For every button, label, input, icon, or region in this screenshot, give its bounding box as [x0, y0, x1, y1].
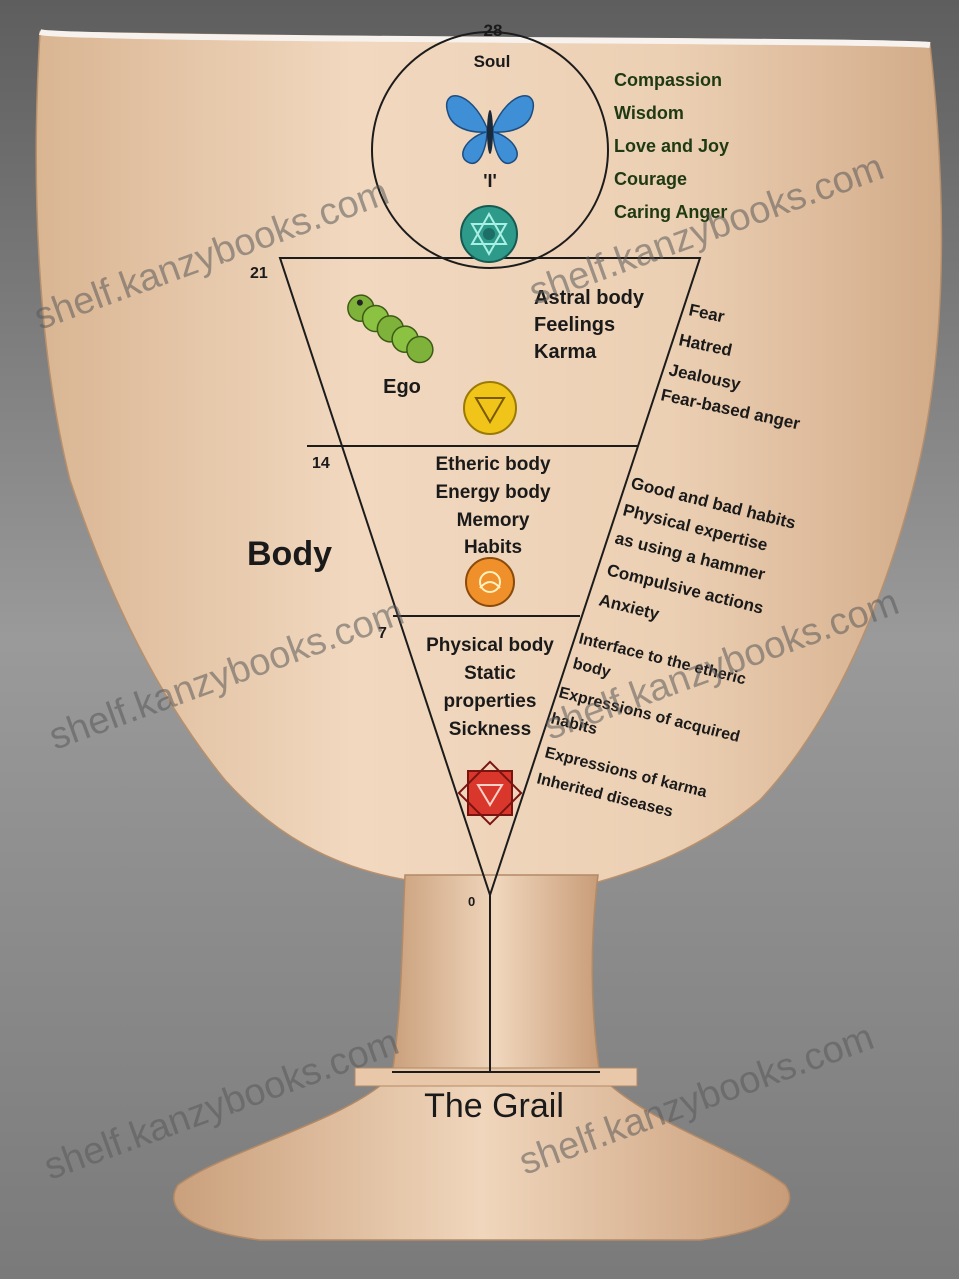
habits: Habits — [464, 537, 522, 558]
grail-label: The Grail — [424, 1087, 564, 1125]
memory: Memory — [457, 510, 530, 531]
base-rim — [355, 1068, 637, 1086]
sickness: Sickness — [449, 719, 531, 740]
physical-body: Physical body — [426, 635, 554, 656]
level-21: 21 — [250, 265, 268, 282]
energy-body: Energy body — [435, 482, 551, 503]
karma: Karma — [534, 341, 597, 363]
level-28: 28 — [484, 21, 503, 40]
heart-chakra-icon — [461, 206, 517, 262]
sacral-chakra-icon — [466, 558, 514, 606]
feelings: Feelings — [534, 314, 615, 336]
level-0: 0 — [468, 894, 475, 909]
static: Static — [464, 663, 516, 684]
quality-compassion: Compassion — [614, 70, 722, 90]
quality-love-and-joy: Love and Joy — [614, 136, 729, 156]
solar-plexus-chakra-icon — [464, 382, 516, 434]
ego-label: Ego — [383, 376, 421, 398]
quality-wisdom: Wisdom — [614, 103, 684, 123]
etheric-body: Etheric body — [435, 454, 551, 475]
grail-stem — [392, 875, 600, 1075]
root-chakra-icon — [459, 762, 521, 824]
body-label: Body — [247, 535, 332, 573]
i-label: 'I' — [483, 171, 497, 191]
soul-label: Soul — [474, 52, 511, 71]
properties: properties — [444, 691, 537, 712]
level-14: 14 — [312, 455, 330, 472]
quality-courage: Courage — [614, 169, 687, 189]
